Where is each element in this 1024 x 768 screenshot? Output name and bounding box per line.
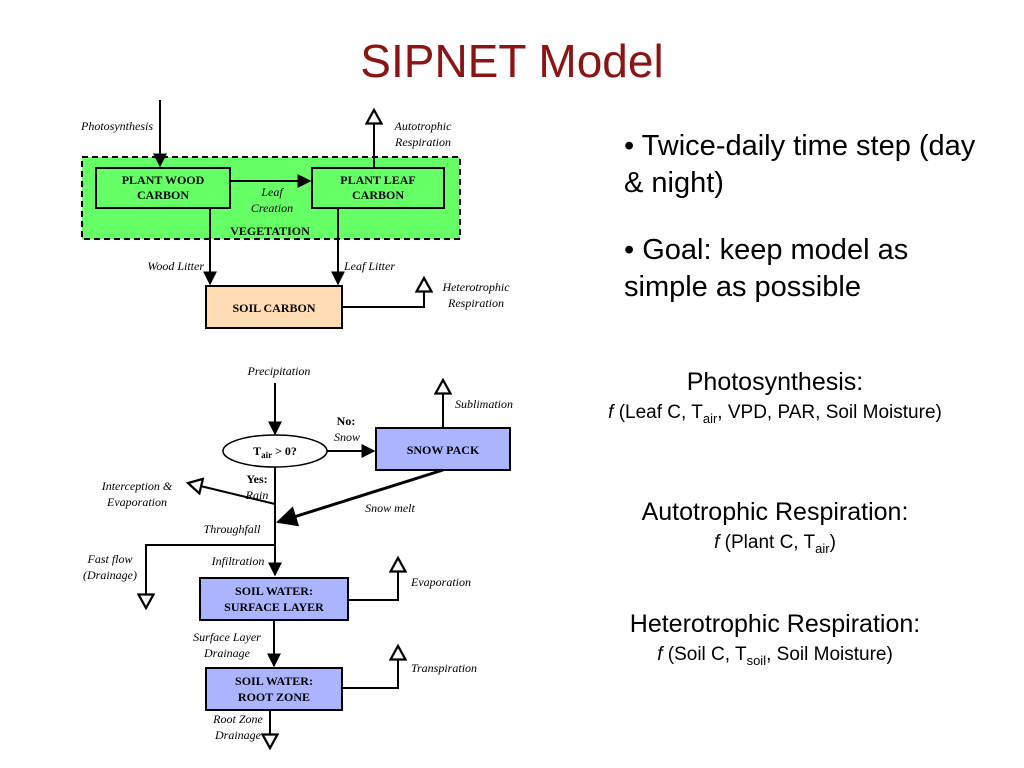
autotrophic-label: Autotrophic xyxy=(394,119,453,133)
heterotrophic-eq-formula: f (Soil C, Tsoil, Soil Moisture) xyxy=(657,644,893,668)
autotrophic-eq-title: Autotrophic Respiration: xyxy=(641,498,909,526)
vegetation-label: VEGETATION xyxy=(230,224,310,238)
snow-pack-label: SNOW PACK xyxy=(407,443,480,457)
surface-drainage-label-2: Drainage xyxy=(203,646,251,660)
heterotrophic-label-2: Respiration xyxy=(447,296,504,310)
plant-leaf-label: PLANT LEAF xyxy=(340,173,415,187)
tair-decision-label: Tair > 0? xyxy=(253,444,297,460)
root-zone-box xyxy=(205,667,343,711)
photosynthesis-eq-title: Photosynthesis: xyxy=(686,368,864,396)
leaf-creation-label: Leaf xyxy=(260,185,284,199)
leaf-creation-label-2: Creation xyxy=(251,201,293,215)
root-zone-label-2: ROOT ZONE xyxy=(238,690,310,704)
root-drainage-label-2: Drainage xyxy=(214,728,262,742)
water-diagram: Precipitation Tair > 0? No: Snow SNOW PA… xyxy=(83,364,513,748)
autotrophic-label-2: Respiration xyxy=(394,135,451,149)
interception-label: Interception & xyxy=(101,479,173,493)
snow-melt-label: Snow melt xyxy=(365,501,415,515)
infiltration-label: Infiltration xyxy=(211,554,265,568)
fast-flow-label-2: (Drainage) xyxy=(83,568,137,582)
carbon-diagram: VEGETATION PLANT WOOD CARBON PLANT LEAF … xyxy=(80,100,510,329)
fast-flow-label: Fast flow xyxy=(86,552,132,566)
throughfall-label: Throughfall xyxy=(204,522,262,536)
evaporation-arrow xyxy=(348,558,398,601)
heterotrophic-arrow xyxy=(342,278,424,308)
soil-carbon-label: SOIL CARBON xyxy=(232,301,315,315)
transpiration-arrow xyxy=(342,646,398,689)
wood-litter-label: Wood Litter xyxy=(147,259,204,273)
interception-label-2: Evaporation xyxy=(106,495,167,509)
transpiration-label: Transpiration xyxy=(411,661,477,675)
plant-wood-label-2: CARBON xyxy=(137,188,189,202)
yes-label: Yes: xyxy=(246,472,267,486)
snow-label: Snow xyxy=(334,430,360,444)
heterotrophic-label: Heterotrophic xyxy=(441,280,510,294)
plant-leaf-label-2: CARBON xyxy=(352,188,404,202)
evaporation-label: Evaporation xyxy=(410,575,471,589)
root-drainage-label: Root Zone xyxy=(212,712,263,726)
plant-wood-label: PLANT WOOD xyxy=(122,173,205,187)
soil-carbon-box xyxy=(205,285,343,329)
sublimation-label: Sublimation xyxy=(455,397,513,411)
autotrophic-eq-formula: f (Plant C, Tair) xyxy=(714,532,836,556)
surface-drainage-label: Surface Layer xyxy=(193,630,261,644)
slide-title: SIPNET Model xyxy=(360,35,664,87)
bullet-time-step: • Twice-daily time step (day & night) xyxy=(624,130,976,199)
heterotrophic-eq-title: Heterotrophic Respiration: xyxy=(629,610,921,638)
precipitation-label: Precipitation xyxy=(247,364,311,378)
plant-wood-box xyxy=(95,167,231,209)
interception-arrow xyxy=(188,483,276,505)
leaf-litter-label: Leaf Litter xyxy=(343,259,395,273)
snow-pack-box xyxy=(375,427,511,471)
snow-melt-arrow xyxy=(275,468,444,527)
fast-flow-arrow xyxy=(146,544,275,608)
no-label: No: xyxy=(337,414,356,428)
photosynthesis-eq-formula: f (Leaf C, Tair, VPD, PAR, Soil Moisture… xyxy=(608,402,942,426)
surface-layer-label: SOIL WATER: xyxy=(235,584,313,598)
photosynthesis-label: Photosynthesis xyxy=(80,119,153,133)
root-zone-label: SOIL WATER: xyxy=(235,674,313,688)
surface-layer-label-2: SURFACE LAYER xyxy=(224,600,324,614)
plant-leaf-box xyxy=(311,167,445,209)
bullet-goal: • Goal: keep model as simple as possible xyxy=(624,234,909,303)
